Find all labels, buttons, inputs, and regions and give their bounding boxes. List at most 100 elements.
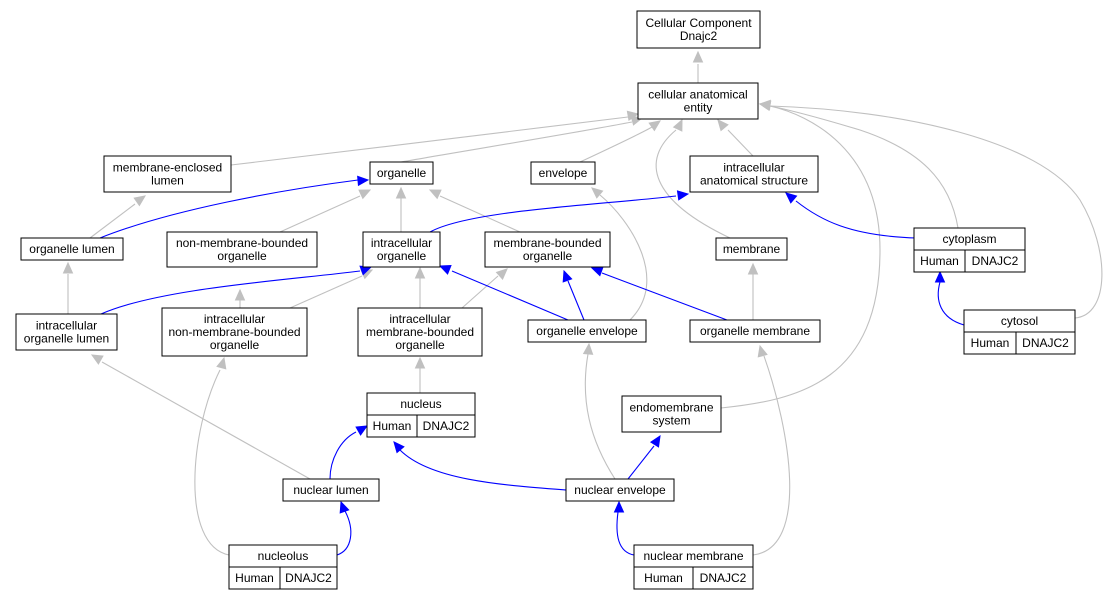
node-label: cytosol <box>1001 314 1038 328</box>
arrowhead <box>649 434 661 448</box>
node-label: Cellular Component <box>645 16 752 30</box>
node-label: nucleus <box>400 397 441 411</box>
gene-cell: DNAJC2 <box>1015 331 1076 355</box>
species-cell: Human <box>963 331 1017 355</box>
node-label: organelle envelope <box>536 324 638 338</box>
node-box <box>166 231 318 268</box>
node-box <box>103 155 232 193</box>
is-a-edge <box>279 189 372 233</box>
node-box <box>527 319 647 343</box>
node-oenv: organelle envelope <box>527 319 647 343</box>
arrowhead <box>133 195 146 207</box>
arrowhead <box>582 342 594 355</box>
gene-cell: DNAJC2 <box>416 414 476 438</box>
node-label: cytoplasm <box>942 232 996 246</box>
svg-text:DNAJC2: DNAJC2 <box>1022 336 1069 350</box>
is-a-edge <box>194 356 230 556</box>
svg-text:Human: Human <box>235 571 274 585</box>
node-label: cellular anatomical <box>648 88 747 102</box>
svg-text:DNAJC2: DNAJC2 <box>423 419 470 433</box>
part-of-edge <box>329 425 369 480</box>
node-label: organelle <box>210 338 260 352</box>
is-a-edge <box>428 189 521 233</box>
node-label: anatomical structure <box>700 174 808 188</box>
is-a-edge <box>289 269 374 309</box>
arrowhead <box>428 189 442 200</box>
node-box <box>621 395 722 433</box>
is-a-edge <box>414 356 426 393</box>
node-label: entity <box>684 101 713 115</box>
arrowhead <box>395 186 407 199</box>
node-box <box>689 155 819 193</box>
node-label: nuclear lumen <box>293 483 368 497</box>
arrowhead <box>355 425 369 436</box>
species-cell: Human <box>366 414 418 438</box>
node-label: membrane-enclosed <box>113 161 222 175</box>
arrowhead <box>414 266 426 279</box>
part-of-edge <box>438 265 569 321</box>
node-label: membrane-bounded <box>366 325 474 339</box>
gene-cell: DNAJC2 <box>692 566 754 590</box>
node-label: membrane-bounded <box>493 236 601 250</box>
node-box <box>369 161 434 185</box>
arrowhead <box>758 99 771 111</box>
part-of-edge <box>429 190 690 233</box>
node-label: nucleolus <box>258 549 309 563</box>
is-a-edge <box>461 268 508 309</box>
is-a-edge <box>591 187 648 321</box>
species-cell: Human <box>633 566 694 590</box>
node-label: organelle <box>377 249 427 263</box>
gene-cell: DNAJC2 <box>964 249 1026 273</box>
arrowhead <box>692 50 704 63</box>
part-of-edge <box>613 500 635 556</box>
part-of-edge <box>590 266 728 321</box>
arrowhead <box>414 356 426 369</box>
arrowhead <box>757 344 768 358</box>
arrowhead <box>358 189 372 200</box>
node-box <box>282 478 380 502</box>
node-box <box>565 478 675 502</box>
arrowhead <box>676 190 690 201</box>
node-olumen: organelle lumen <box>20 237 124 261</box>
svg-text:Human: Human <box>971 336 1010 350</box>
part-of-edge <box>99 175 370 239</box>
node-nenv: nuclear envelope <box>565 478 675 502</box>
is-a-edge <box>655 118 731 239</box>
node-label: endomembrane <box>629 401 713 415</box>
node-label: organelle lumen <box>24 332 109 346</box>
is-a-edge <box>758 99 1103 319</box>
node-label: organelle lumen <box>29 242 114 256</box>
is-a-edge <box>747 262 759 320</box>
node-box <box>357 307 483 357</box>
svg-text:DNAJC2: DNAJC2 <box>700 571 747 585</box>
node-box <box>530 161 596 185</box>
is-a-edge <box>395 186 407 232</box>
node-label: intracellular <box>36 319 97 333</box>
node-label: intracellular <box>204 312 265 326</box>
arrowhead <box>216 356 227 370</box>
arrowhead <box>62 261 74 274</box>
species-cell: Human <box>913 249 966 273</box>
arrowhead <box>495 268 508 280</box>
arrowhead <box>785 192 798 204</box>
is-a-edge <box>89 195 146 239</box>
is-a-edge <box>579 120 661 163</box>
node-box <box>20 237 124 261</box>
is-a-edge <box>230 110 640 166</box>
node-box <box>689 319 821 343</box>
arrowhead <box>717 119 729 132</box>
node-label: organelle <box>217 249 267 263</box>
arrowhead <box>613 500 625 513</box>
